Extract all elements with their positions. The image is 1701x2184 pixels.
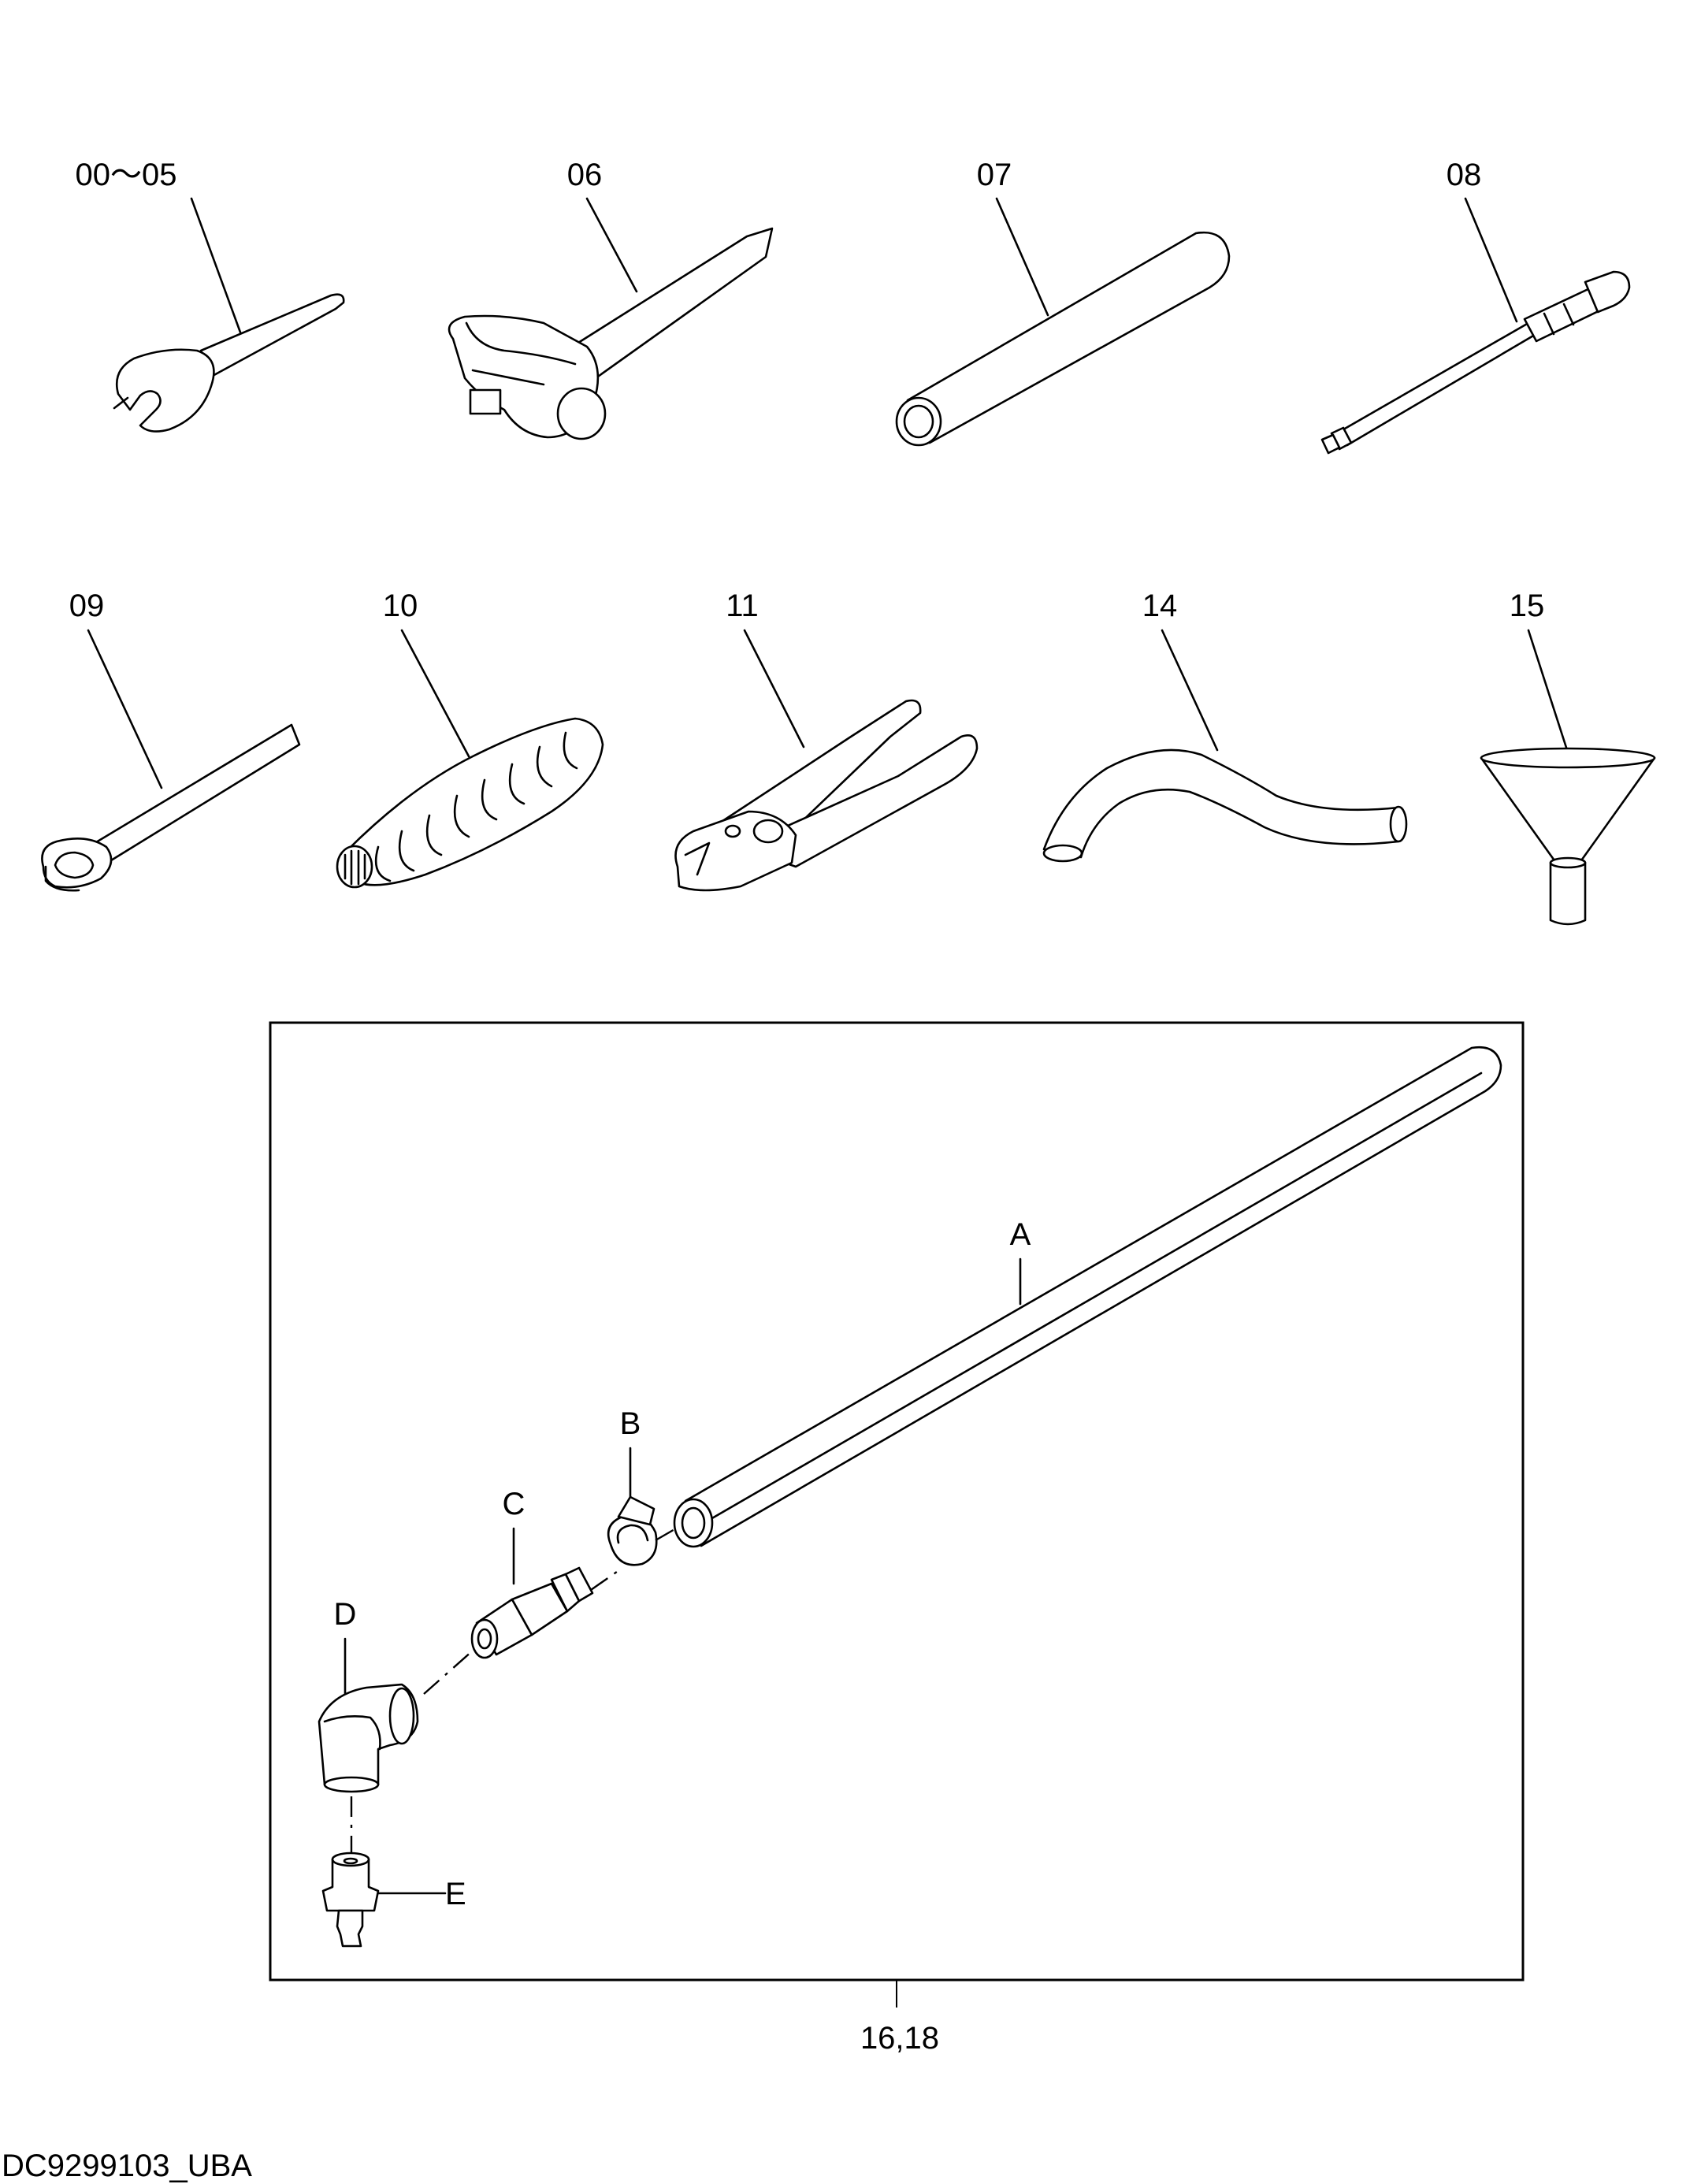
hose-nipple-drawing [470,1527,594,1659]
hose-drawing [673,1046,1502,1548]
part-label-10: 10 [383,589,418,623]
part-label-11: 11 [726,589,759,623]
open-end-wrench-drawing [113,197,345,433]
assembly-center-lines [350,1527,677,1853]
hammer-drawing [448,197,774,440]
document-code: DC9299103_UBA [2,2149,252,2183]
hose-clamp-drawing [607,1447,658,1566]
adapter-fitting-drawing [321,1852,447,1948]
kit-label-c: C [503,1487,526,1521]
part-label-06: 06 [567,158,603,192]
kit-label-b: B [620,1406,641,1441]
part-label-07: 07 [977,158,1012,192]
hook-spanner-drawing [1042,629,1408,863]
part-label-15: 15 [1510,589,1545,623]
box-end-wrench-drawing [41,629,301,892]
part-label-00-05: 00～05 [76,158,177,192]
extension-bar-drawing [1320,197,1631,455]
kit-label-a: A [1010,1217,1031,1252]
part-label-09: 09 [69,589,105,623]
part-label-08: 08 [1447,158,1482,192]
pipe-drawing [895,197,1231,447]
kit-label-d: D [334,1597,357,1632]
bellows-boot-drawing [336,629,604,889]
funnel-drawing [1480,629,1656,926]
pliers-drawing [674,629,979,892]
kit-label-e: E [445,1877,466,1911]
elbow-fitting-drawing [318,1637,419,1793]
part-label-14: 14 [1142,589,1178,623]
part-label-16-18: 16,18 [860,2021,939,2056]
